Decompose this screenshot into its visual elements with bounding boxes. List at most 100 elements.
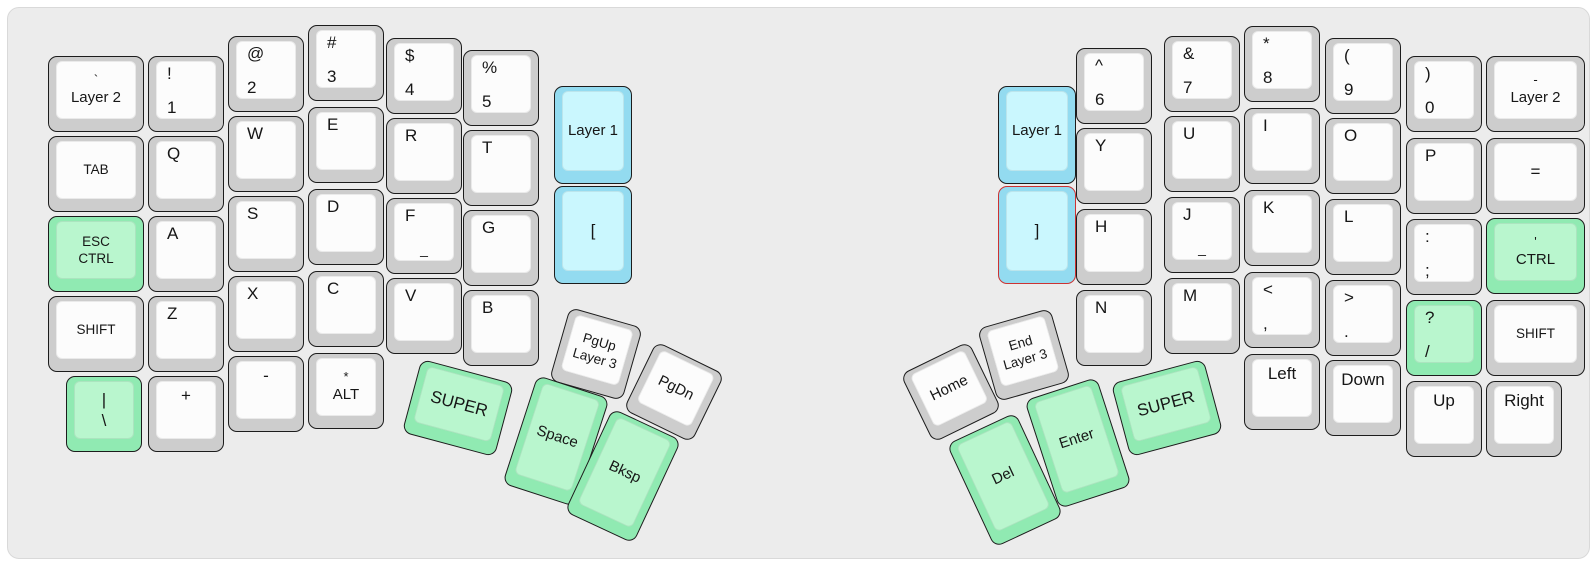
key-u[interactable]: U <box>1164 116 1240 192</box>
key-d[interactable]: D <box>308 189 384 265</box>
key-minus[interactable]: - <box>228 356 304 432</box>
keycap-surface: SUPER <box>1119 365 1213 443</box>
key-w[interactable]: W <box>228 116 304 192</box>
key-legends: S <box>247 204 258 224</box>
keycap-surface: C <box>316 276 376 334</box>
key-h[interactable]: H <box>1076 209 1152 285</box>
key-percent-5[interactable]: %5 <box>463 50 539 126</box>
keycap-surface: G <box>471 215 531 273</box>
key-j[interactable]: J_ <box>1164 197 1240 273</box>
key-legend: , <box>1263 313 1268 333</box>
key-arrow-right[interactable]: Right <box>1486 381 1562 457</box>
key-o[interactable]: O <box>1325 118 1401 194</box>
keycap-surface: %5 <box>471 55 531 113</box>
key-legends: K <box>1263 198 1274 218</box>
key-r[interactable]: R <box>386 118 462 194</box>
key-at-2[interactable]: @2 <box>228 36 304 112</box>
key-shift-right[interactable]: SHIFT <box>1486 300 1585 376</box>
key-legends: R <box>405 126 417 146</box>
key-legend: J <box>1183 205 1192 224</box>
key-grave-layer2[interactable]: `Layer 2 <box>48 56 144 132</box>
key-i[interactable]: I <box>1244 108 1320 184</box>
key-colon-semicolon[interactable]: :; <box>1406 219 1482 295</box>
keycap-surface: TAB <box>56 141 136 199</box>
key-l[interactable]: L <box>1325 199 1401 275</box>
keycap-surface: @2 <box>236 41 296 99</box>
key-g[interactable]: G <box>463 210 539 286</box>
key-legend: ` <box>93 72 99 88</box>
key-caret-6[interactable]: ^6 <box>1076 48 1152 124</box>
key-f[interactable]: F_ <box>386 198 462 274</box>
key-legends: Layer 1 <box>1007 92 1067 170</box>
key-layer1-left[interactable]: Layer 1 <box>554 86 632 184</box>
key-less-comma[interactable]: <, <box>1244 272 1320 348</box>
keycap-surface: H <box>1084 214 1144 272</box>
key-z[interactable]: Z <box>148 296 224 372</box>
key-left-bracket[interactable]: [ <box>554 186 632 284</box>
key-greater-period[interactable]: >. <box>1325 280 1401 356</box>
keycap-surface: Layer 1 <box>1006 91 1068 171</box>
key-k[interactable]: K <box>1244 190 1320 266</box>
keycap-surface: ?/ <box>1414 305 1474 363</box>
key-legend: . <box>1344 321 1349 341</box>
key-s[interactable]: S <box>228 196 304 272</box>
key-pipe-backslash[interactable]: |\ <box>66 376 142 452</box>
key-paren-9[interactable]: (9 <box>1325 38 1401 114</box>
key-super-left[interactable]: SUPER <box>401 358 515 458</box>
keycap-surface: Down <box>1333 365 1393 423</box>
key-arrow-left[interactable]: Left <box>1244 354 1320 430</box>
key-q[interactable]: Q <box>148 136 224 212</box>
key-paren-0[interactable]: )0 <box>1406 56 1482 132</box>
key-amp-7[interactable]: &7 <box>1164 36 1240 112</box>
key-legend: Bksp <box>606 457 644 488</box>
key-v[interactable]: V <box>386 278 462 354</box>
key-legend: SUPER <box>1135 387 1197 421</box>
key-quote-ctrl[interactable]: 'CTRL <box>1486 218 1585 294</box>
key-e[interactable]: E <box>308 107 384 183</box>
key-m[interactable]: M <box>1164 278 1240 354</box>
keycap-surface: <, <box>1252 277 1312 335</box>
key-plus[interactable]: + <box>148 376 224 452</box>
key-shift-left[interactable]: SHIFT <box>48 296 144 372</box>
key-right-bracket[interactable]: ] <box>998 186 1076 284</box>
keycap-surface: PgDn <box>636 349 716 428</box>
key-arrow-down[interactable]: Down <box>1325 360 1401 436</box>
key-n[interactable]: N <box>1076 290 1152 366</box>
key-super-right[interactable]: SUPER <box>1110 358 1224 458</box>
keycap-surface: Right <box>1494 386 1554 444</box>
key-p[interactable]: P <box>1406 138 1482 214</box>
key-a[interactable]: A <box>148 216 224 292</box>
key-layer1-right[interactable]: Layer 1 <box>998 86 1076 184</box>
key-x[interactable]: X <box>228 276 304 352</box>
key-t[interactable]: T <box>463 130 539 206</box>
key-dollar-4[interactable]: $4 <box>386 38 462 114</box>
key-legend: CTRL <box>78 250 114 266</box>
key-tab[interactable]: TAB <box>48 136 144 212</box>
key-minus-layer2[interactable]: -Layer 2 <box>1486 56 1585 132</box>
key-star-alt[interactable]: *ALT <box>308 353 384 429</box>
key-legend: Space <box>534 422 581 452</box>
key-legends: ] <box>1007 192 1067 270</box>
keycap-surface: N <box>1084 295 1144 353</box>
keycap-surface: F_ <box>394 203 454 261</box>
key-legends: Layer 1 <box>563 92 623 170</box>
key-b[interactable]: B <box>463 290 539 366</box>
key-legends: P <box>1425 146 1436 166</box>
keycap-surface: A <box>156 221 216 279</box>
key-y[interactable]: Y <box>1076 128 1152 204</box>
key-exclam-1[interactable]: !1 <box>148 56 224 132</box>
key-equals[interactable]: = <box>1486 138 1585 214</box>
key-question-slash[interactable]: ?/ <box>1406 300 1482 376</box>
key-hash-3[interactable]: #3 <box>308 25 384 101</box>
key-c[interactable]: C <box>308 271 384 347</box>
keycap-surface: (9 <box>1333 43 1393 101</box>
keycap-surface: #3 <box>316 30 376 88</box>
key-legend: Layer 1 <box>1011 122 1063 140</box>
key-arrow-up[interactable]: Up <box>1406 381 1482 457</box>
key-star-8[interactable]: *8 <box>1244 26 1320 102</box>
